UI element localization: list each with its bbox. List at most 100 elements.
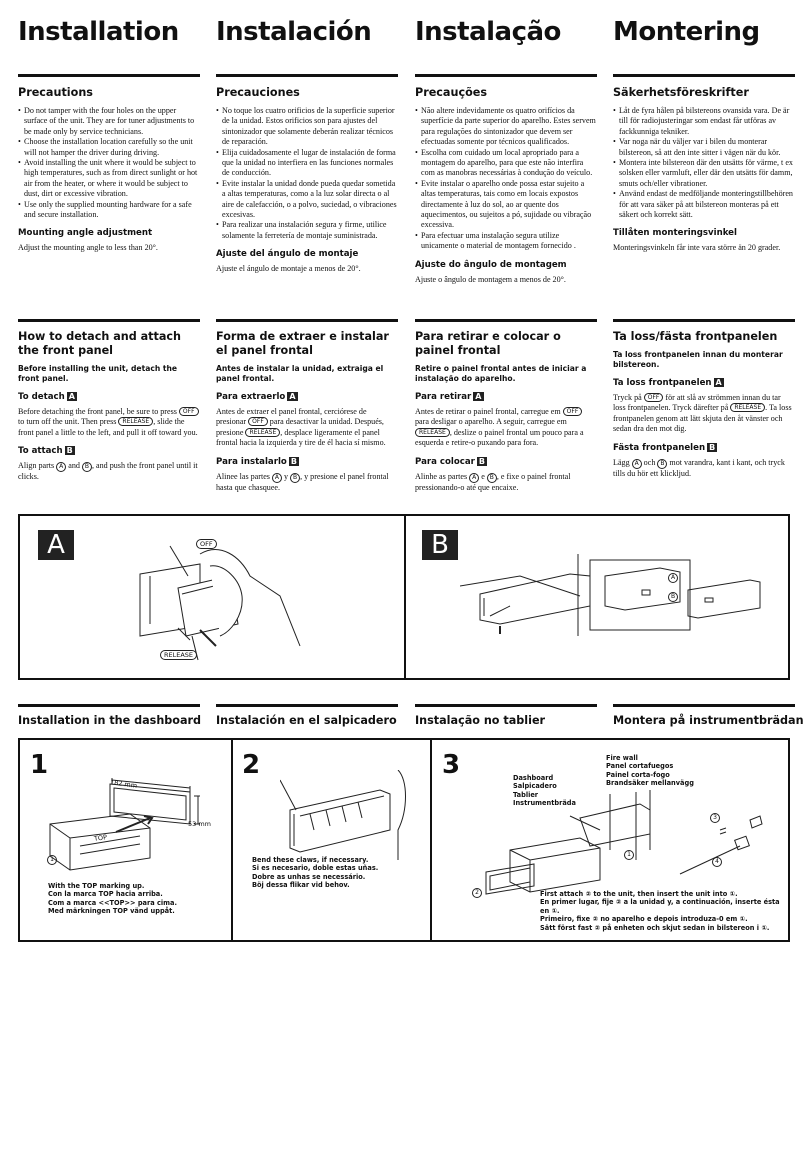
caption-line: Med märkningen TOP vänd uppåt. [48, 907, 175, 916]
caption-line: Primeiro, fixe ② no aparelho e depois in… [540, 915, 748, 924]
label-line: Brandsäker mellanvägg [606, 779, 694, 788]
precautions-pt: Precauções Não altere indevidamente os q… [415, 86, 597, 285]
front-panel-shape [687, 579, 761, 619]
figure-ref-a: A [287, 392, 298, 401]
text-run: Alinhe as partes [415, 471, 470, 481]
step-number: 1 [30, 750, 49, 780]
section-title: How to detach and attach the front panel [18, 330, 181, 357]
section-rule [18, 704, 200, 707]
header-portuguese: Instalação [415, 17, 561, 47]
zoom-frame [589, 559, 691, 631]
list-item: Använd endast de medföljande monteringst… [613, 189, 795, 220]
body-text: Ajuste el ángulo de montaje a menos de 2… [216, 264, 361, 274]
hand-outline [199, 549, 301, 647]
front-panel-es: Forma de extraer e instalar el panel fro… [216, 330, 398, 493]
step2-caption: Bend these claws, if necessary. Si es ne… [252, 856, 422, 890]
body-text: Ajuste o ângulo de montagem a menos de 2… [415, 274, 566, 284]
label-line: Salpicadero [513, 782, 557, 791]
subsection-label: Ta loss frontpanelen [613, 378, 712, 388]
claws [309, 801, 363, 831]
section-rule [415, 74, 597, 77]
frame-outline [109, 783, 191, 825]
section-title: Precauções [415, 86, 488, 99]
label-line: Tablier [513, 790, 539, 799]
label-line: Dashboard [513, 774, 554, 782]
sleeve-outline [289, 789, 391, 853]
figure-ref-a: A [66, 392, 77, 401]
text-run: Alinee las partes [216, 471, 272, 481]
step-number: 3 [442, 750, 461, 780]
step1-caption: With the TOP marking up. Con la marca TO… [48, 882, 228, 916]
subsection-title: Ajuste do ângulo de montagem [415, 259, 567, 270]
section-title: Precautions [18, 86, 93, 99]
body-text: Align parts A and B, and push the front … [18, 461, 200, 482]
bolt [679, 845, 741, 875]
list-item: Choose the installation location careful… [18, 137, 200, 158]
header-english: Installation [18, 17, 179, 47]
caption-line: En primer lugar, fije ② a la unidad y, a… [540, 898, 780, 915]
text-run: , desplace ligeramente el panel frontal … [216, 427, 386, 448]
text-run: , e fixe o painel frontal pressionando-o… [415, 471, 571, 492]
figure-divider [430, 740, 432, 940]
front-panel-sv: Ta loss/fästa frontpanelen Ta loss front… [613, 330, 795, 479]
body-text: Before detaching the front panel, be sur… [18, 407, 200, 438]
list-item: Use only the supplied mounting hardware … [18, 200, 200, 221]
text-run: , deslize o painel frontal um pouco para… [415, 427, 584, 448]
off-button-label: OFF [178, 407, 199, 416]
sleeve-outline [579, 803, 651, 847]
frame-outline [485, 863, 535, 895]
text-run: to turn off the unit. Then press [18, 417, 119, 427]
text-run: för att slå av strömmen innan du tar los… [613, 393, 781, 413]
part-3-marker: 3 [710, 813, 720, 823]
part-b-marker: B [657, 458, 668, 469]
unit-body [509, 837, 601, 893]
body-text: Adjust the mounting angle to less than 2… [18, 243, 158, 253]
off-button-label: OFF [562, 407, 583, 416]
text-run: para desactivar la unidad. Después, pres… [216, 417, 384, 437]
part-1-marker: 1 [624, 850, 634, 860]
caption-line: Con la marca TOP hacia arriba. [48, 890, 163, 899]
figure-label-a: A [38, 530, 74, 560]
off-callout: OFF [196, 539, 217, 549]
list-item: Não altere indevidamente os quatro orifí… [415, 106, 597, 148]
figure-dashboard: 1 2 3 182 mm 53 mm TOP 1 With the TOP ma… [18, 738, 790, 942]
figure-ref-b: B [288, 456, 299, 466]
list-item: Montera inte bilstereon där den utsätts … [613, 158, 795, 189]
caption-line: Sätt först fast ② på enheten och skjut s… [540, 923, 770, 932]
subsection-label: Para retirar [415, 392, 472, 402]
text-run: Lägg [613, 457, 632, 467]
part-a-marker: A [271, 472, 282, 483]
section-rule [216, 74, 398, 77]
height-dimension: 53 mm [188, 820, 212, 828]
dashboard-title-es: Instalación en el salpicadero [216, 714, 397, 727]
section-title: Forma de extraer e instalar el panel fro… [216, 330, 389, 357]
firewall-labels: Fire wall Panel cortafuegos Painel corta… [606, 754, 694, 788]
part-b-marker: B [81, 462, 92, 473]
section-title: Ta loss/fästa frontpanelen [613, 330, 778, 343]
part-4-marker: 4 [712, 857, 722, 867]
bullet-list: Do not tamper with the four holes on the… [18, 106, 200, 220]
label-line: Painel corta-fogo [606, 770, 670, 779]
section-rule [415, 704, 597, 707]
dashboard-title-pt: Instalação no tablier [415, 714, 546, 727]
caption-line: Bend these claws, if necessary. [252, 856, 369, 864]
list-item: Var noga när du väljer var i bilen du mo… [613, 137, 795, 158]
off-button-label: OFF [248, 417, 268, 427]
text-run: Before detaching the front panel, be sur… [18, 407, 179, 416]
list-item: Elija cuidadosamente el lugar de instala… [216, 148, 398, 179]
precautions-en: Precautions Do not tamper with the four … [18, 86, 200, 254]
text-run: e [479, 471, 487, 481]
front-panel-en: How to detach and attach the front panel… [18, 330, 200, 483]
figure-divider [231, 740, 233, 940]
figure-ref-a: A [713, 378, 724, 387]
header-swedish: Montering [613, 17, 760, 47]
caption-line: Si es necesario, doble estas uñas. [252, 864, 379, 873]
caption-line: Com a marca <<TOP>> para cima. [48, 898, 177, 907]
text-run: Antes de extraer el panel frontal, cerci… [216, 407, 367, 427]
section-rule [216, 319, 398, 322]
